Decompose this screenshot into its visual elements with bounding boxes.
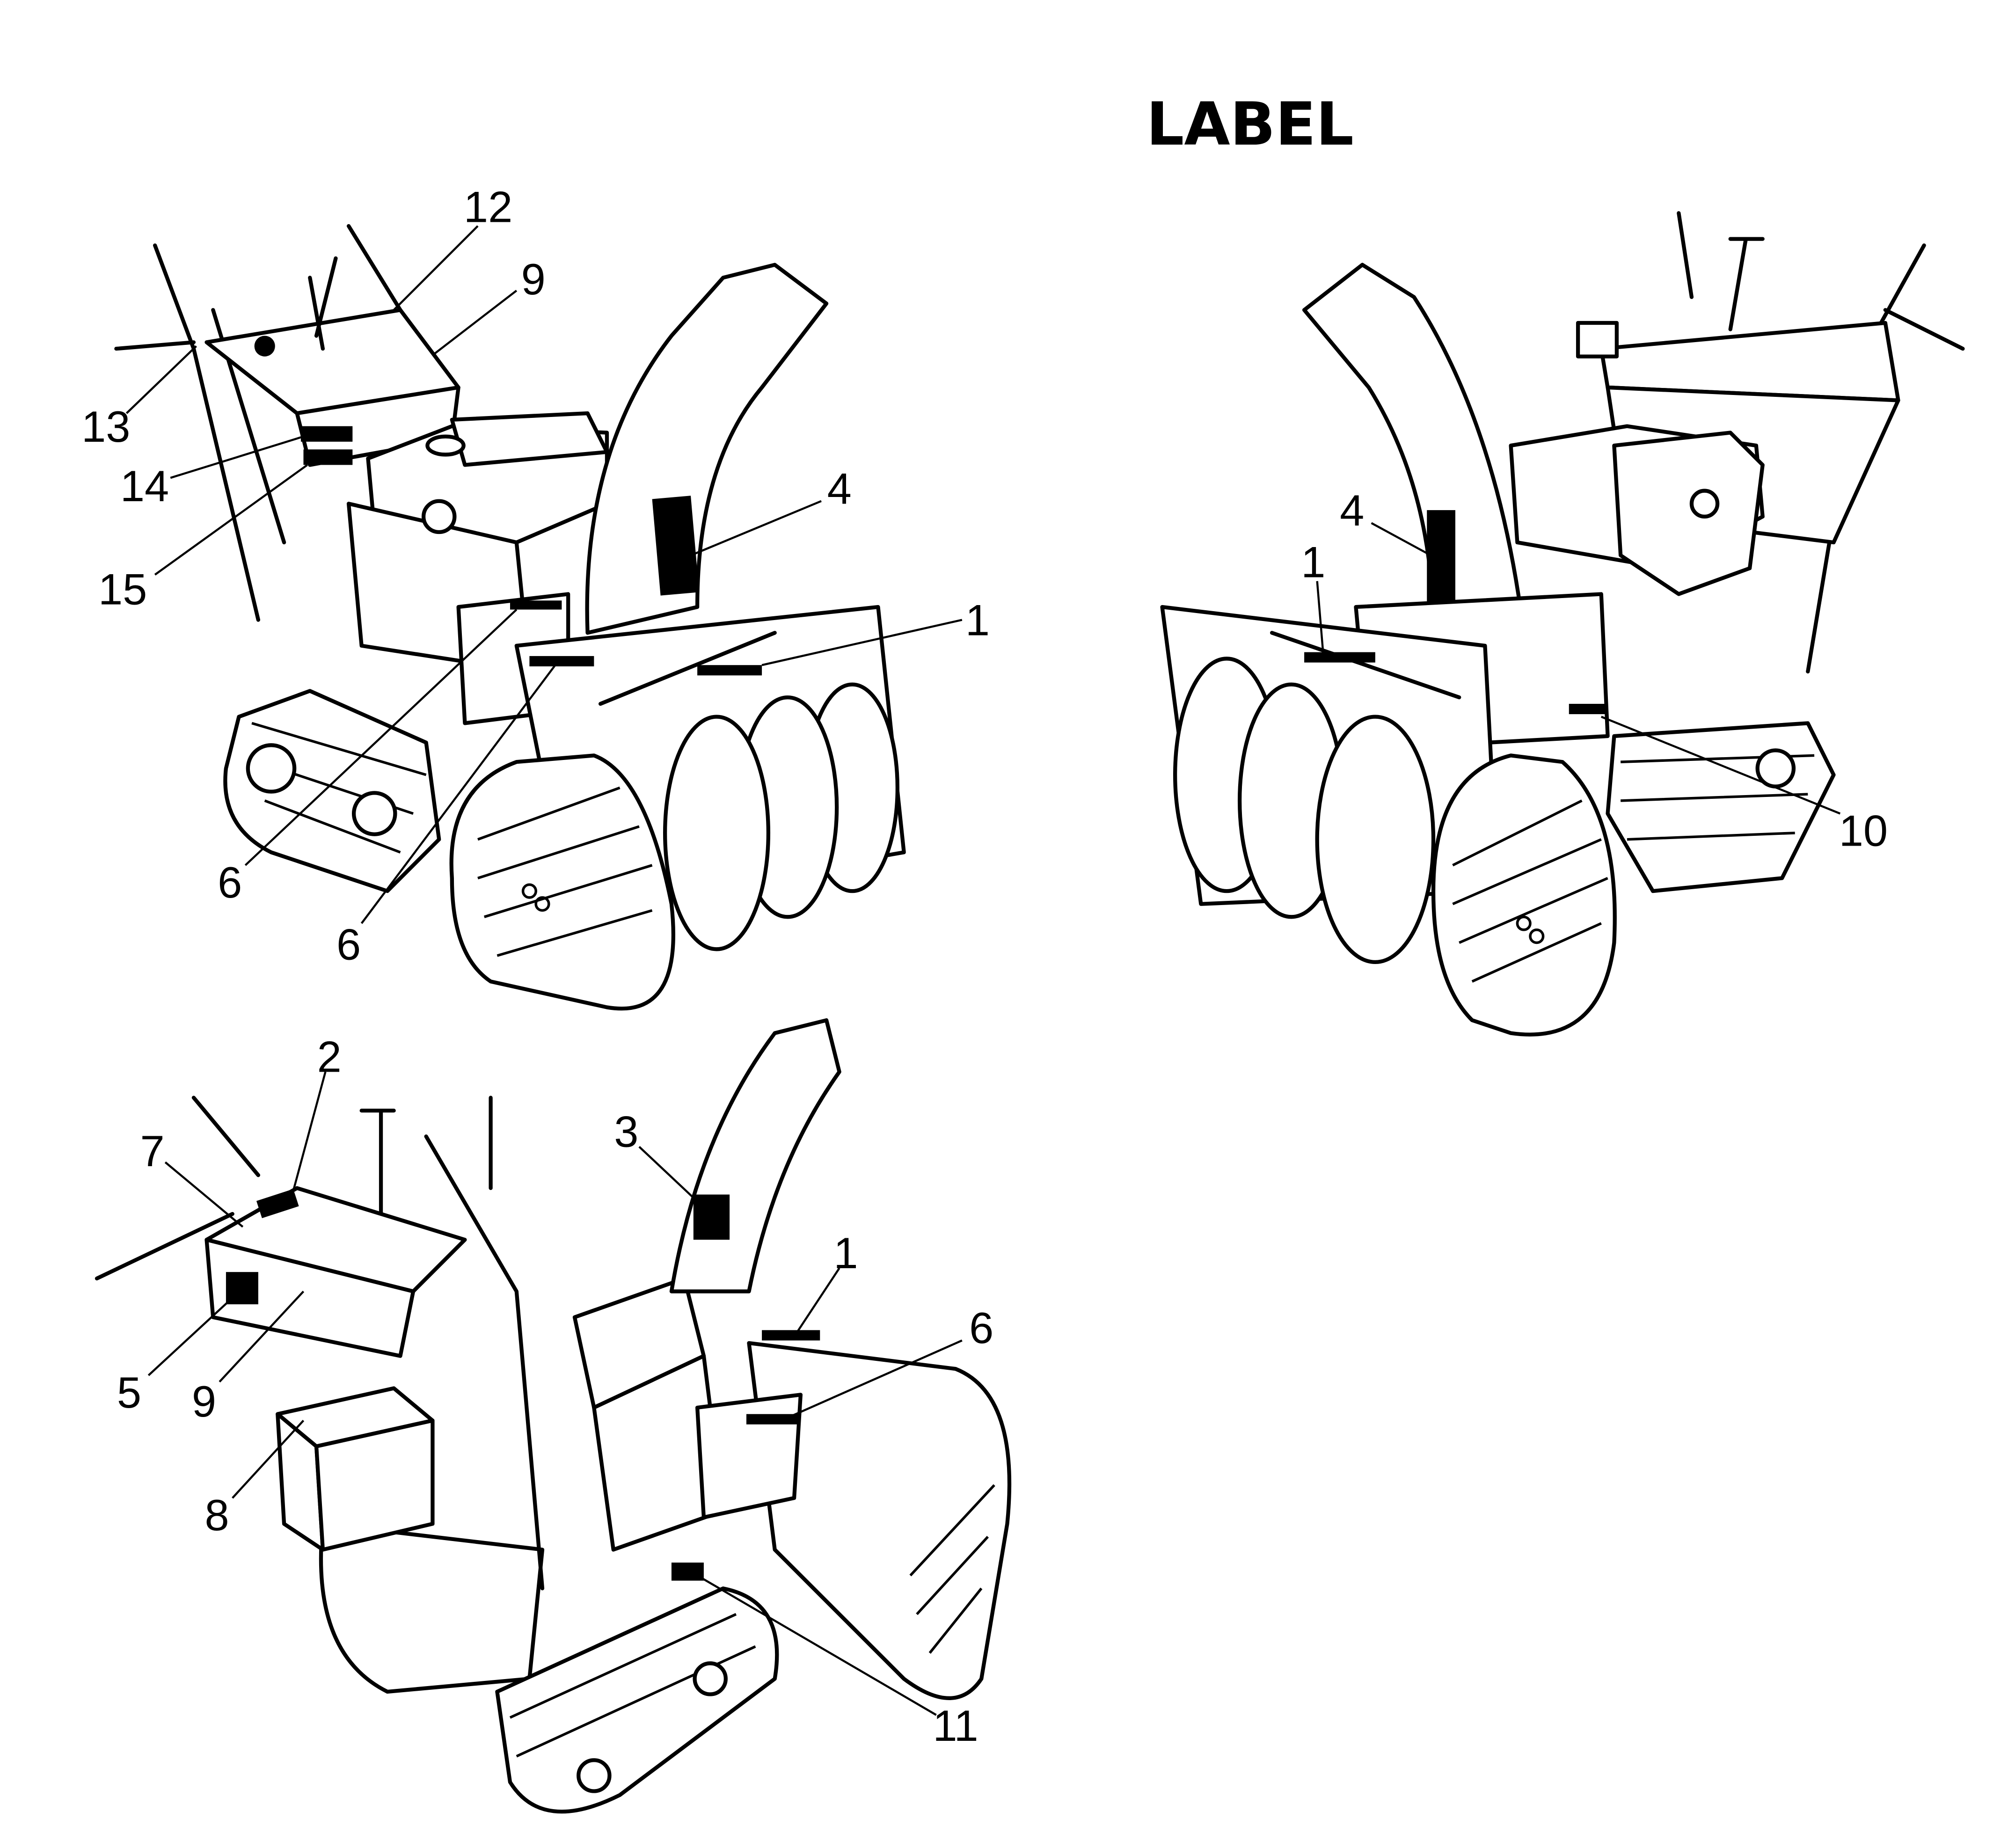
svg-text:2: 2 <box>317 1032 342 1081</box>
svg-text:6: 6 <box>218 858 242 907</box>
rear-view <box>95 1018 1012 1814</box>
front-right-view <box>1160 211 1965 1037</box>
svg-text:3: 3 <box>614 1107 638 1156</box>
svg-text:4: 4 <box>1340 486 1364 535</box>
diagram-title: LABEL <box>1146 89 1353 159</box>
svg-text:9: 9 <box>521 255 546 304</box>
svg-text:6: 6 <box>969 1303 993 1352</box>
svg-text:15: 15 <box>98 565 147 614</box>
front-right-callouts: 4 1 10 <box>1301 486 1888 855</box>
svg-text:13: 13 <box>81 402 130 451</box>
svg-text:14: 14 <box>120 461 169 511</box>
svg-text:11: 11 <box>933 1701 978 1750</box>
svg-text:1: 1 <box>833 1228 858 1278</box>
svg-text:7: 7 <box>140 1126 165 1176</box>
svg-text:9: 9 <box>192 1377 216 1426</box>
svg-text:5: 5 <box>117 1368 141 1417</box>
svg-text:4: 4 <box>827 464 852 513</box>
svg-text:10: 10 <box>1839 806 1888 855</box>
svg-text:1: 1 <box>965 596 990 645</box>
svg-text:12: 12 <box>464 183 512 232</box>
svg-text:6: 6 <box>336 920 361 969</box>
svg-text:8: 8 <box>204 1490 229 1540</box>
front-left-callouts: 12 9 13 14 15 4 1 6 6 <box>81 183 990 969</box>
rear-callouts: 2 7 3 1 6 5 9 8 11 <box>117 1032 993 1750</box>
svg-text:1: 1 <box>1301 538 1325 587</box>
